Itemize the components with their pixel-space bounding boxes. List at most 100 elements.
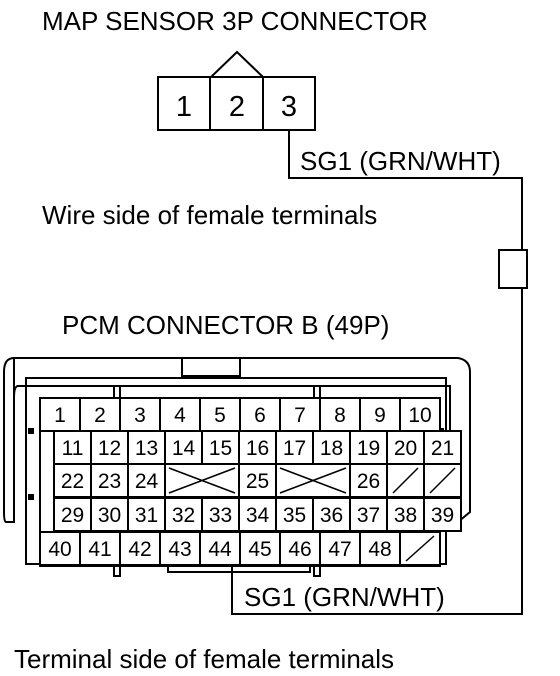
pcm-terminal-14: 14 (164, 430, 203, 465)
svg-text:21: 21 (431, 437, 454, 460)
pcm-terminal-43: 43 (159, 531, 201, 566)
svg-text:9: 9 (374, 404, 386, 427)
pcm-terminal-38: 38 (386, 497, 425, 532)
pcm-terminal-blank (386, 463, 425, 498)
svg-text:3: 3 (134, 404, 146, 427)
svg-text:6: 6 (254, 404, 266, 427)
svg-text:41: 41 (88, 538, 111, 561)
pcm-terminal-36: 36 (312, 497, 351, 532)
pcm-terminal-34: 34 (238, 497, 277, 532)
svg-text:44: 44 (208, 538, 232, 561)
pcm-terminal-44: 44 (199, 531, 241, 566)
svg-text:15: 15 (209, 437, 232, 460)
pcm-terminal-47: 47 (319, 531, 361, 566)
pcm-terminal-11: 11 (53, 430, 92, 465)
pcm-terminal-13: 13 (127, 430, 166, 465)
svg-text:36: 36 (320, 504, 343, 527)
pcm-terminal-22: 22 (53, 463, 92, 498)
pcm-terminal-45: 45 (239, 531, 281, 566)
svg-text:38: 38 (394, 504, 417, 527)
svg-text:4: 4 (174, 404, 186, 427)
pcm-connector-view-label: Terminal side of female terminals (14, 644, 395, 674)
svg-text:46: 46 (288, 538, 311, 561)
pcm-terminal-blank (399, 531, 441, 566)
wire-label-top: SG1 (GRN/WHT) (300, 146, 501, 176)
svg-text:34: 34 (246, 504, 270, 527)
svg-text:29: 29 (61, 504, 84, 527)
map-sensor-connector (157, 50, 316, 131)
svg-text:11: 11 (62, 437, 84, 460)
pcm-terminal-blank (275, 463, 351, 498)
pcm-terminal-29: 29 (53, 497, 92, 532)
pcm-terminal-25: 25 (238, 463, 277, 498)
pcm-terminal-26: 26 (349, 463, 388, 498)
map-connector-key (210, 50, 264, 78)
pcm-terminal-41: 41 (79, 531, 121, 566)
pcm-terminal-40: 40 (39, 531, 81, 566)
svg-text:18: 18 (320, 437, 343, 460)
map-pin-2: 2 (229, 91, 245, 123)
pcm-terminal-8: 8 (319, 397, 361, 432)
svg-text:12: 12 (98, 437, 121, 460)
map-connector-title: MAP SENSOR 3P CONNECTOR (42, 6, 428, 36)
svg-text:45: 45 (248, 538, 271, 561)
pcm-terminal-10: 10 (399, 397, 441, 432)
svg-text:16: 16 (246, 437, 269, 460)
sg1-wire (288, 130, 523, 250)
pcm-terminal-18: 18 (312, 430, 351, 465)
pcm-terminal-20: 20 (386, 430, 425, 465)
svg-text:20: 20 (394, 437, 417, 460)
svg-text:13: 13 (135, 437, 158, 460)
pcm-terminal-1: 1 (39, 397, 81, 432)
svg-text:25: 25 (246, 470, 269, 493)
pcm-terminal-blank (164, 463, 240, 498)
svg-text:31: 31 (135, 504, 158, 527)
pcm-terminal-42: 42 (119, 531, 161, 566)
svg-text:39: 39 (431, 504, 454, 527)
svg-text:5: 5 (214, 404, 226, 427)
svg-text:17: 17 (283, 437, 306, 460)
map-pin-3: 3 (281, 91, 297, 123)
pcm-terminal-19: 19 (349, 430, 388, 465)
pcm-terminal-6: 6 (239, 397, 281, 432)
svg-text:47: 47 (328, 538, 351, 561)
pcm-terminal-31: 31 (127, 497, 166, 532)
map-connector-body (157, 76, 316, 131)
svg-text:7: 7 (294, 404, 306, 427)
svg-text:8: 8 (334, 404, 346, 427)
svg-text:48: 48 (368, 538, 391, 561)
svg-text:37: 37 (357, 504, 380, 527)
svg-text:42: 42 (128, 538, 151, 561)
svg-text:32: 32 (172, 504, 195, 527)
pcm-terminal-9: 9 (359, 397, 401, 432)
pcm-terminal-15: 15 (201, 430, 240, 465)
wire-label-bottom: SG1 (GRN/WHT) (244, 582, 445, 612)
map-pin-1: 1 (176, 91, 192, 123)
map-connector-view-label: Wire side of female terminals (42, 200, 378, 230)
pcm-terminal-12: 12 (90, 430, 129, 465)
svg-text:26: 26 (357, 470, 380, 493)
pcm-terminal-21: 21 (423, 430, 462, 465)
pcm-terminal-5: 5 (199, 397, 241, 432)
pcm-terminal-35: 35 (275, 497, 314, 532)
svg-text:14: 14 (172, 437, 196, 460)
svg-text:35: 35 (283, 504, 306, 527)
svg-text:40: 40 (48, 538, 71, 561)
pcm-terminal-48: 48 (359, 531, 401, 566)
svg-text:2: 2 (94, 404, 106, 427)
svg-text:43: 43 (168, 538, 191, 561)
pcm-terminal-7: 7 (279, 397, 321, 432)
svg-text:33: 33 (209, 504, 232, 527)
svg-text:1: 1 (54, 404, 66, 427)
pcm-terminal-32: 32 (164, 497, 203, 532)
pcm-terminal-46: 46 (279, 531, 321, 566)
svg-text:23: 23 (98, 470, 121, 493)
pcm-terminal-blank (423, 463, 462, 498)
svg-text:19: 19 (357, 437, 380, 460)
pcm-terminal-33: 33 (201, 497, 240, 532)
svg-text:10: 10 (408, 404, 431, 427)
pcm-terminal-23: 23 (90, 463, 129, 498)
pcm-terminal-4: 4 (159, 397, 201, 432)
